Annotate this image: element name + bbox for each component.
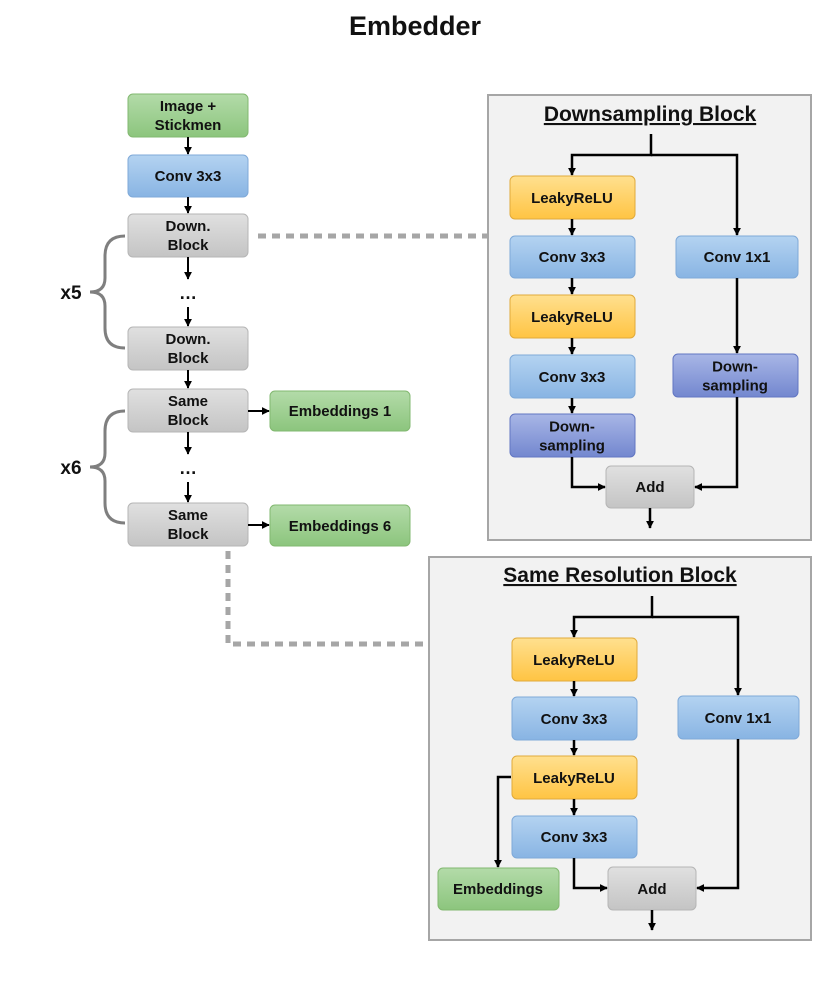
ds-flow-arrows: [568, 134, 741, 529]
same-block-last-node: Same Block: [127, 502, 249, 547]
sr-conv3x3-2-label: Conv 3x3: [541, 829, 608, 846]
same-block-ellipsis: …: [179, 458, 197, 478]
same-block-first-line1: Same: [168, 393, 208, 410]
repeat-brace-down: [89, 234, 126, 350]
down-block-first-line1: Down.: [166, 218, 211, 235]
sr-embeddings-node: Embeddings: [437, 867, 560, 911]
repeat-brace-same: [89, 409, 126, 525]
sr-add-node: Add: [607, 866, 697, 911]
main-conv-label: Conv 3x3: [155, 168, 222, 185]
same-block-first-node: Same Block: [127, 388, 249, 433]
ds-leakyrelu-2-label: LeakyReLU: [531, 309, 613, 326]
down-block-last-node: Down. Block: [127, 326, 249, 371]
repeat-count-same: x6: [60, 458, 81, 479]
ds-downsampling-skip-node: Down-sampling: [672, 353, 799, 398]
down-block-first-line2: Block: [168, 237, 210, 254]
ds-add-node: Add: [605, 465, 695, 509]
sr-flow-arrows: [494, 596, 742, 931]
ds-leakyrelu-1-node: LeakyReLU: [509, 175, 636, 220]
same-block-zoom-connector: [225, 551, 429, 647]
input-label-line2: Stickmen: [155, 117, 222, 134]
sr-conv1x1-node: Conv 1x1: [677, 695, 800, 740]
embeddings-first-node: Embeddings 1: [269, 390, 411, 432]
ds-downsampling-left-node: Down-sampling: [509, 413, 636, 458]
main-flow-arrows: [184, 137, 270, 529]
input-node: Image + Stickmen: [127, 93, 249, 138]
ds-downsampling-skip-label: Down-sampling: [702, 359, 768, 395]
downsampling-panel-title: Downsampling Block: [544, 103, 757, 126]
sr-leakyrelu-2-label: LeakyReLU: [533, 770, 615, 787]
sr-embeddings-label: Embeddings: [453, 881, 543, 898]
main-conv-node: Conv 3x3: [127, 154, 249, 198]
down-block-last-line2: Block: [168, 350, 210, 367]
ds-downsampling-left-label: Down-sampling: [539, 419, 605, 455]
embeddings-last-label: Embeddings 6: [289, 518, 392, 535]
diagram-title: Embedder: [349, 11, 482, 41]
sr-conv3x3-1-label: Conv 3x3: [541, 711, 608, 728]
ds-add-label: Add: [635, 479, 664, 496]
ds-conv3x3-1-node: Conv 3x3: [509, 235, 636, 279]
sr-add-label: Add: [637, 881, 666, 898]
ds-leakyrelu-2-node: LeakyReLU: [509, 294, 636, 339]
ds-conv1x1-label: Conv 1x1: [704, 249, 771, 266]
same-resolution-panel-title: Same Resolution Block: [503, 564, 737, 587]
input-label-line1: Image +: [160, 98, 217, 115]
ds-leakyrelu-1-label: LeakyReLU: [531, 190, 613, 207]
down-block-first-node: Down. Block: [127, 213, 249, 258]
ds-conv1x1-node: Conv 1x1: [675, 235, 799, 279]
embeddings-first-label: Embeddings 1: [289, 403, 392, 420]
sr-conv1x1-label: Conv 1x1: [705, 710, 772, 727]
embeddings-last-node: Embeddings 6: [269, 504, 411, 547]
repeat-count-down: x5: [60, 283, 82, 304]
same-block-last-line1: Same: [168, 507, 208, 524]
sr-conv3x3-1-node: Conv 3x3: [511, 696, 638, 741]
ds-conv3x3-1-label: Conv 3x3: [539, 249, 606, 266]
same-block-first-line2: Block: [168, 412, 210, 429]
sr-conv3x3-2-node: Conv 3x3: [511, 815, 638, 859]
sr-leakyrelu-1-node: LeakyReLU: [511, 637, 638, 682]
down-block-last-line1: Down.: [166, 331, 211, 348]
down-block-ellipsis: …: [179, 283, 197, 303]
ds-conv3x3-2-label: Conv 3x3: [539, 369, 606, 386]
same-block-last-line2: Block: [168, 526, 210, 543]
ds-conv3x3-2-node: Conv 3x3: [509, 354, 636, 399]
sr-leakyrelu-1-label: LeakyReLU: [533, 652, 615, 669]
sr-leakyrelu-2-node: LeakyReLU: [511, 755, 638, 800]
